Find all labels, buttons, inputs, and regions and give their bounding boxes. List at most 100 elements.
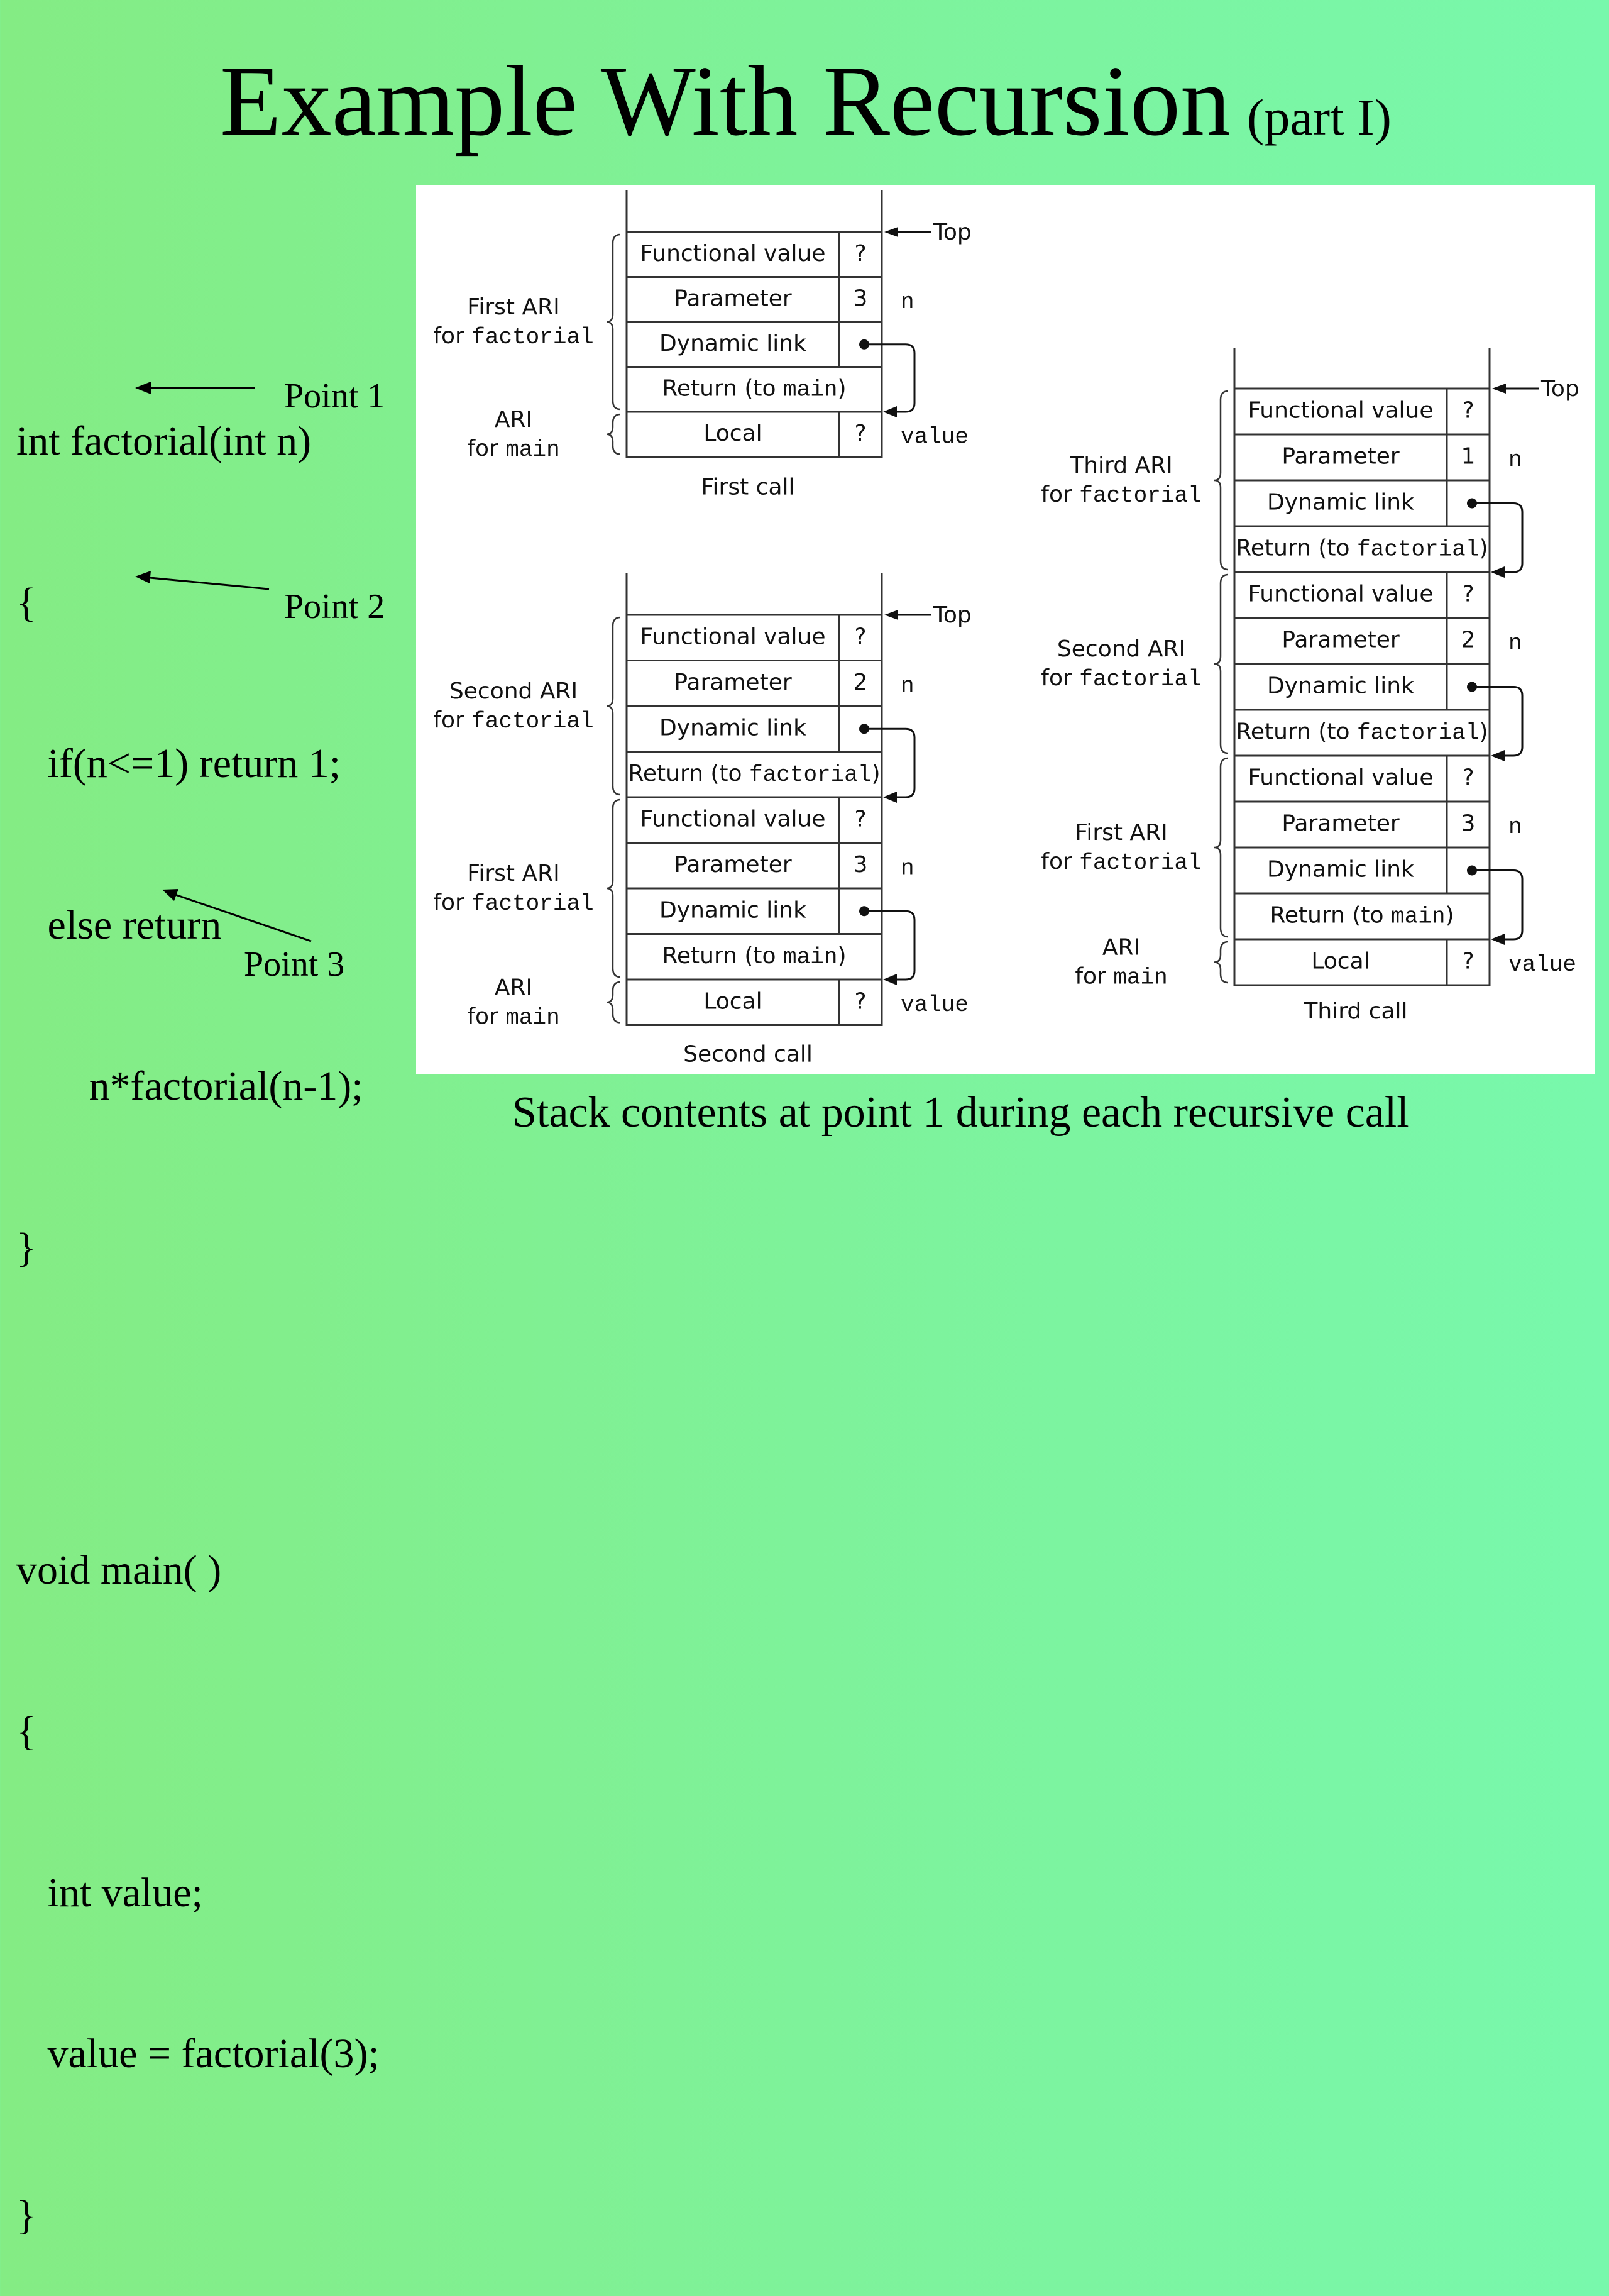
frame-brace — [606, 616, 621, 796]
stack-row: Dynamic link — [625, 321, 883, 368]
stack-row: Functional value? — [625, 796, 883, 844]
row-side-label: n — [1508, 814, 1522, 840]
row-label: Functional value — [1248, 765, 1434, 791]
row-label: Dynamic link — [1267, 857, 1414, 883]
top-pointer-label: Top — [1540, 376, 1579, 402]
frame-label-line1: First ARI — [1075, 820, 1167, 846]
code-line: void main( ) — [16, 1547, 222, 1593]
slide-title: Example With Recursion(part I) — [220, 50, 1414, 151]
diagram-caption: Second call — [683, 1042, 813, 1068]
row-label: Parameter — [674, 670, 791, 695]
frame-label-line1: First ARI — [467, 294, 559, 320]
row-value: ? — [854, 421, 866, 446]
dynamic-link-arrowhead-icon — [883, 406, 897, 417]
code-line: int value; — [16, 1869, 203, 1916]
stack-row: Functional value? — [1233, 571, 1491, 619]
code-line: { — [16, 1708, 36, 1754]
row-label: Dynamic link — [1267, 673, 1414, 699]
row-label: Parameter — [1282, 444, 1399, 470]
row-value: ? — [854, 241, 866, 267]
top-pointer-arrowhead-icon — [1492, 384, 1506, 394]
row-label: Local — [1311, 949, 1370, 974]
code-line: value = factorial(3); — [16, 2031, 380, 2077]
row-label: Parameter — [1282, 627, 1399, 653]
stack-row: Return (to factorial) — [1233, 525, 1491, 573]
row-side-label: n — [1508, 447, 1522, 473]
row-label: Return (to factorial) — [1236, 719, 1488, 746]
row-value: ? — [854, 624, 866, 649]
row-value: ? — [1462, 398, 1474, 424]
row-value: ? — [854, 988, 866, 1014]
frame-label-line2: for main — [467, 436, 559, 463]
frame-label-line1: ARI — [495, 974, 532, 1000]
stack-row: Local? value — [625, 411, 969, 458]
frame-brace — [1214, 941, 1229, 984]
dynamic-link-arrowhead-icon — [883, 974, 897, 985]
stack-row: Local?value — [625, 978, 969, 1026]
frame-label-line1: Second ARI — [1057, 636, 1185, 662]
frame-label-line1: First ARI — [467, 861, 559, 886]
frame-label: First ARI for factorial — [1041, 820, 1201, 876]
code-line: if(n<=1) return 1; — [16, 741, 341, 786]
row-side-label: n — [1508, 631, 1522, 656]
top-pointer-label: Top — [933, 219, 972, 245]
dynamic-link-arrowhead-icon — [1491, 750, 1505, 761]
row-label: Parameter — [674, 285, 791, 311]
row-value: ? — [1462, 949, 1474, 974]
frame-label-line1: ARI — [1102, 935, 1140, 961]
stack-row: Parameter 2 n — [1233, 617, 1522, 665]
stack-cell — [1233, 709, 1491, 757]
row-label: Dynamic link — [659, 331, 806, 356]
row-label: Local — [703, 421, 762, 446]
stack-row: Parameter 1 n — [1233, 433, 1522, 482]
row-side-label: value — [901, 992, 969, 1018]
stack-row: Functional value? — [1233, 387, 1491, 436]
diagram-caption: First call — [701, 475, 794, 500]
stack-row: Return (to main) — [625, 366, 883, 413]
dynamic-link-arrow — [864, 343, 916, 413]
row-label: Return (to factorial) — [628, 761, 880, 788]
dynamic-link-arrow — [1472, 686, 1524, 757]
row-value: 3 — [854, 852, 868, 878]
stack-row: Functional value? — [1233, 754, 1491, 803]
dynamic-link-arrow — [864, 727, 916, 798]
row-label: Functional value — [640, 806, 826, 832]
frame-brace — [1214, 390, 1229, 571]
row-side-label: value — [1508, 952, 1576, 978]
title-main: Example With Recursion — [220, 45, 1231, 157]
code-line — [16, 1382, 380, 1436]
frame-brace — [606, 233, 621, 411]
row-side-label: value — [901, 424, 969, 450]
row-label: Functional value — [640, 624, 826, 649]
row-label: Functional value — [1248, 398, 1434, 424]
frame-label-line2: for factorial — [1041, 665, 1201, 692]
row-value: 1 — [1461, 444, 1476, 470]
row-value: 2 — [1461, 627, 1476, 653]
stack-row: Dynamic link — [1233, 846, 1491, 895]
stack-cell — [625, 366, 883, 413]
row-label: Return (to factorial) — [1236, 536, 1488, 563]
row-value: ? — [854, 806, 866, 832]
row-side-label: n — [901, 855, 914, 881]
stack-cell — [625, 751, 883, 798]
frame-label-line2: for factorial — [433, 707, 593, 734]
code-line: } — [16, 2192, 36, 2238]
row-label: Return (to main) — [662, 375, 846, 402]
stack-row: Dynamic link — [625, 887, 883, 935]
point-2-label: Point 2 — [284, 587, 385, 626]
dynamic-link-arrowhead-icon — [883, 792, 897, 803]
stack-row: Dynamic link — [625, 705, 883, 753]
frame-label-line2: for factorial — [1041, 849, 1201, 876]
frame-label-line1: Third ARI — [1069, 453, 1173, 478]
dynamic-link-arrow — [1472, 502, 1524, 573]
